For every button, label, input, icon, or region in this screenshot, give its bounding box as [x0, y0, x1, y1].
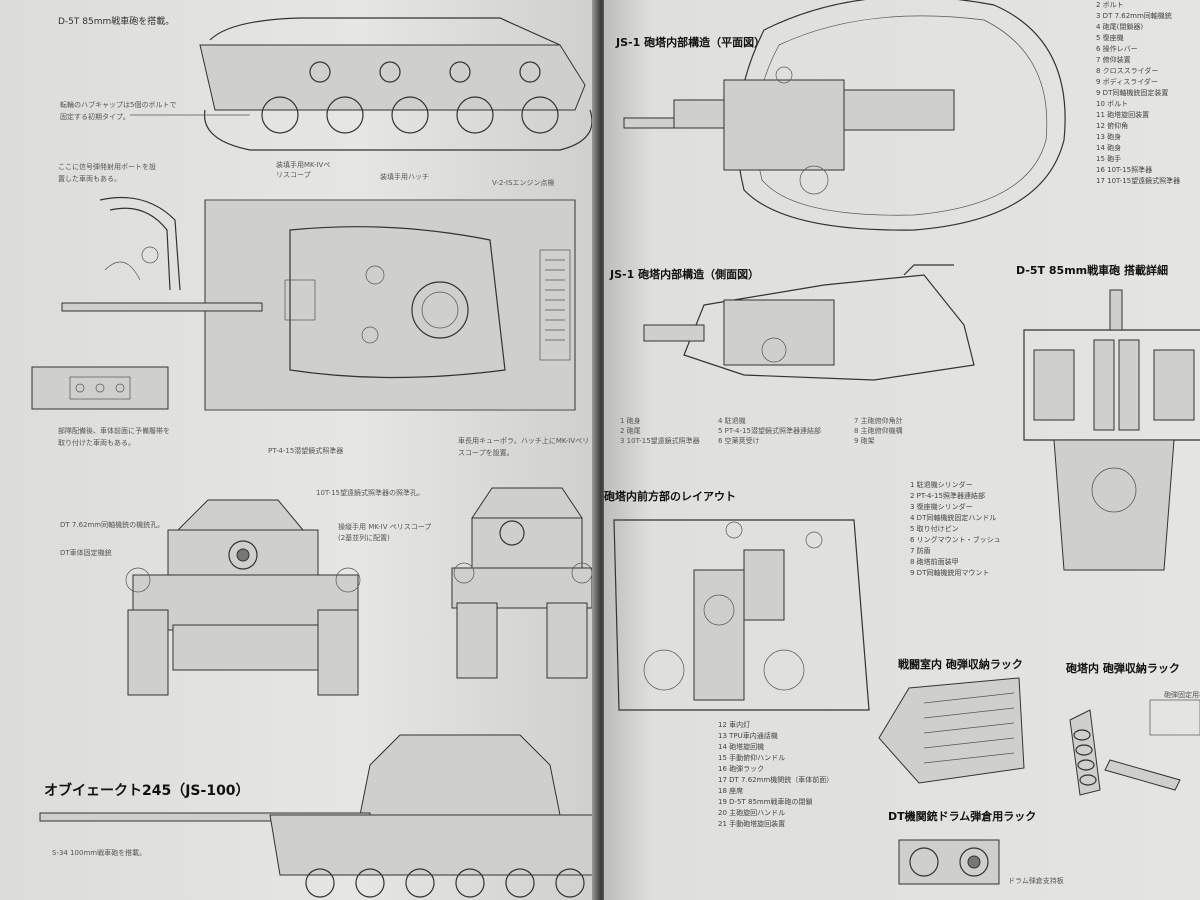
legend-item: 7 防盾 — [910, 547, 931, 555]
title-ammo-rack-turret: 砲塔内 砲弾収納ラック — [1066, 662, 1180, 675]
label-10t15: 10T-15望遠鏡式照準器の照準孔。 — [316, 489, 424, 497]
legend-item: 17 10T-15望遠鏡式照準器 — [1096, 177, 1181, 185]
legend-item: 2 PT-4-15照準器連結部 — [910, 492, 985, 500]
title-turret-front-layout: 砲塔内前方部のレイアウト — [604, 490, 736, 503]
label-drum-plate: ドラム弾倉支持板 — [1008, 877, 1064, 885]
legend-item: 13 砲身 — [1096, 133, 1122, 141]
legend-item: 12 俯仰角 — [1096, 122, 1129, 130]
caption-hub-note-2: 固定する初期タイプ。 — [60, 113, 130, 121]
label-driver-periscope-1: 操縦手用 MK-IV ペリスコープ — [338, 523, 432, 531]
legend-item: 16 10T-15照準器 — [1096, 166, 1153, 174]
dt-drum-rack-drawing — [898, 839, 1000, 885]
legend-item: 13 TPU車内通話機 — [718, 732, 778, 740]
legend-side-4: 4 駐退機 — [718, 417, 746, 425]
label-driver-periscope-2: (2基並列に配置) — [338, 534, 390, 542]
legend-item: 15 砲手 — [1096, 155, 1122, 163]
legend-item: 16 砲弾ラック — [718, 765, 765, 773]
caption-pistol-port-2: 置した車両もある。 — [58, 175, 121, 183]
label-dt-fixed: DT車体固定機銃 — [60, 549, 112, 557]
section-title-js100: オブイェークト245（JS-100） — [44, 783, 250, 799]
legend-item: 9 ボディスライダー — [1096, 78, 1158, 86]
legend-item: 2 ボルト — [1096, 1, 1124, 9]
legend-item: 19 D-5T 85mm戦車砲の閉鎖 — [718, 798, 813, 806]
legend-item: 6 操作レバー — [1096, 45, 1138, 53]
legend-item: 14 砲塔旋回機 — [718, 743, 765, 751]
legend-d5t: 1 駐退機シリンダー 2 PT-4-15照準器連結部 3 復座機シリンダー 4 … — [910, 480, 1001, 579]
legend-item: 11 砲塔旋回装置 — [1096, 111, 1150, 119]
legend-item: 10 ボルト — [1096, 100, 1129, 108]
right-page: JS-1 砲塔内部構造（平面図） 2 ボルト 3 DT 7.62mm同軸機銃 4… — [604, 0, 1200, 900]
left-page: D-5T 85mm戦車砲を搭載。 転輪のハブキャップは5個のボルトで 固定する初… — [0, 0, 600, 900]
legend-item: 9 DT同軸機銃用マウント — [910, 569, 990, 577]
legend-item: 5 復座機 — [1096, 34, 1124, 42]
label-loader-periscope-2: リスコープ — [276, 171, 311, 179]
label-cupola-2: スコープを設置。 — [458, 449, 514, 457]
legend-item: 8 砲塔前面装甲 — [910, 558, 959, 566]
legend-item: 5 取り付けピン — [910, 525, 959, 533]
title-ammo-rack-hull: 戦闘室内 砲弾収納ラック — [898, 658, 1023, 671]
label-loader-hatch: 装填手用ハッチ — [380, 173, 429, 181]
legend-item: 18 座席 — [718, 787, 744, 795]
legend-side-8: 8 主砲俯仰機構 — [854, 427, 903, 435]
legend-side-9: 9 砲架 — [854, 437, 875, 445]
caption-spare-track-1: 部隊配備後、車体前面に予備履帯を — [58, 427, 170, 435]
title-turret-side: JS-1 砲塔内部構造（側面図） — [610, 268, 760, 281]
ammo-rack-turret-drawing — [1069, 699, 1200, 796]
title-dt-drum-rack: DT機関銃ドラム弾倉用ラック — [888, 810, 1037, 823]
legend-turret-front: 12 車内灯 13 TPU車内通話機 14 砲塔旋回機 15 手動俯仰ハンドル … — [718, 720, 833, 830]
legend-item: 8 クロススライダー — [1096, 67, 1159, 75]
spare-track-detail-drawing — [31, 366, 169, 410]
top-side-view-drawing — [130, 17, 593, 151]
legend-item: 3 復座機シリンダー — [910, 503, 973, 511]
legend-item: 4 DT同軸機銃固定ハンドル — [910, 514, 997, 522]
legend-turret-plan: 2 ボルト 3 DT 7.62mm同軸機銃 4 砲尾(閉鎖器) 5 復座機 6 … — [1096, 0, 1180, 187]
legend-side-1: 1 砲身 — [620, 417, 641, 425]
legend-item: 15 手動俯仰ハンドル — [718, 754, 786, 762]
legend-item: 9 DT同軸機銃固定装置 — [1096, 89, 1169, 97]
legend-side-3: 3 10T-15望遠鏡式照準器 — [620, 437, 700, 445]
label-engine-access: V-2-ISエンジン点検 — [492, 179, 555, 187]
gun-barrel-plan — [61, 302, 263, 312]
rear-view-drawing — [451, 487, 593, 679]
d5t-mount-drawing — [1023, 289, 1200, 571]
caption-d5t: D-5T 85mm戦車砲を搭載。 — [58, 17, 175, 27]
legend-item: 17 DT 7.62mm機関銃（車体前面） — [718, 776, 834, 784]
label-loader-periscope-1: 装填手用MK-IVペ — [276, 161, 331, 169]
plan-view-drawing — [204, 199, 576, 411]
caption-s34: S-34 100mm戦車砲を搭載。 — [52, 849, 147, 857]
js100-side-view-drawing — [39, 734, 600, 898]
legend-item: 4 砲尾(閉鎖器) — [1096, 23, 1144, 31]
pistol-port-detail-drawing — [99, 197, 181, 291]
legend-item: 14 砲身 — [1096, 144, 1122, 152]
front-view-drawing — [125, 499, 361, 696]
title-turret-plan: JS-1 砲塔内部構造（平面図） — [616, 36, 766, 49]
legend-side-5: 5 PT-4-15潜望鏡式照準器連結部 — [718, 427, 821, 435]
label-pt415: PT-4-15潜望鏡式照準器 — [268, 447, 344, 455]
title-d5t-detail: D-5T 85mm戦車砲 搭載詳細 — [1016, 264, 1168, 277]
legend-item: 20 主砲旋回ハンドル — [718, 809, 786, 817]
legend-item: 12 車内灯 — [718, 721, 751, 729]
legend-side-7: 7 主砲俯仰角計 — [854, 417, 903, 425]
label-dt-coax: DT 7.62mm同軸機銃の機銃孔。 — [60, 521, 165, 529]
ammo-rack-hull-drawing — [878, 677, 1025, 784]
caption-pistol-port-1: ここに信号弾発射用ポートを設 — [58, 163, 156, 171]
legend-item: 6 リングマウント・ブッシュ — [910, 536, 1001, 544]
label-cupola-1: 車長用キューポラ。ハッチ上にMK-IVペリ — [458, 437, 590, 445]
caption-spare-track-2: 取り付けた車両もある。 — [58, 439, 135, 447]
label-ammo-plate: 砲弾固定用板 — [1164, 691, 1200, 699]
legend-side-6: 6 空薬莢受け — [718, 437, 760, 445]
legend-item: 7 俯仰装置 — [1096, 56, 1131, 64]
legend-item: 3 DT 7.62mm同軸機銃 — [1096, 12, 1172, 20]
legend-item: 21 手動砲塔旋回装置 — [718, 820, 786, 828]
legend-side-2: 2 砲尾 — [620, 427, 641, 435]
turret-front-layout-drawing — [613, 519, 870, 711]
turret-side-drawing — [643, 264, 975, 381]
turret-plan-drawing — [623, 0, 1066, 231]
caption-hub-note-1: 転輪のハブキャップは5個のボルトで — [60, 101, 177, 109]
legend-item: 1 駐退機シリンダー — [910, 481, 973, 489]
